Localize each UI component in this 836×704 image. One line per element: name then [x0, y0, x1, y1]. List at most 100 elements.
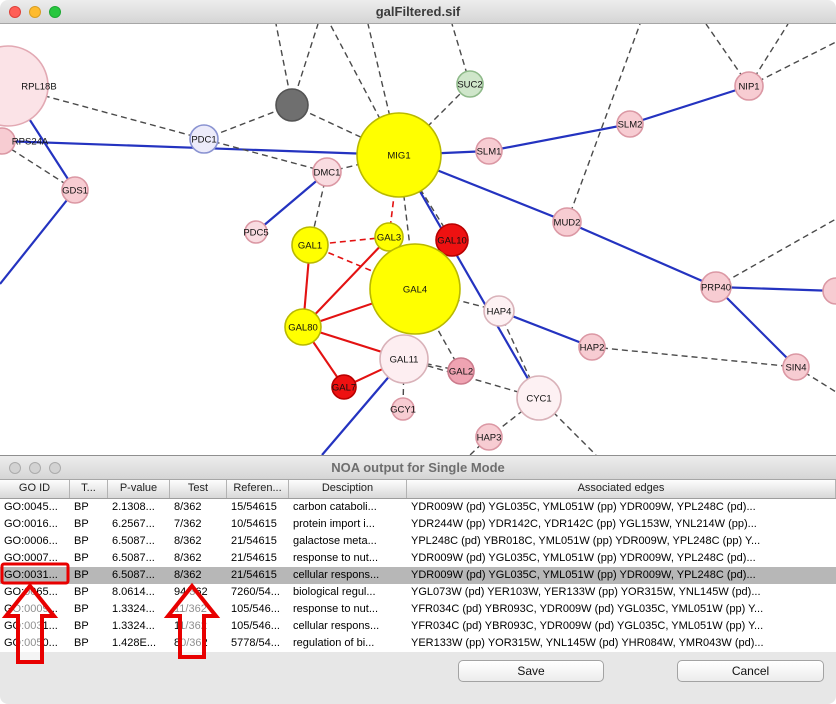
column-header-go-id[interactable]: GO ID [0, 480, 70, 498]
cell: 21/54615 [227, 567, 289, 584]
node-gray1[interactable] [276, 89, 308, 121]
minimize-button[interactable] [29, 6, 41, 18]
table-row-4[interactable]: GO:0031...BP6.5087...8/36221/54615cellul… [0, 567, 836, 584]
cell: BP [70, 601, 108, 618]
node-gal11[interactable]: GAL11 [380, 335, 428, 383]
table-row-5[interactable]: GO:0065...BP8.0614...94/3627260/54...bio… [0, 584, 836, 601]
cell: response to nut... [289, 601, 407, 618]
node-hap4[interactable]: HAP4 [484, 296, 514, 326]
table-row-3[interactable]: GO:0007...BP6.5087...8/36221/54615respon… [0, 550, 836, 567]
cell: response to nut... [289, 550, 407, 567]
network-edge[interactable] [0, 190, 75, 284]
cell: GO:0031... [0, 618, 70, 635]
cell: 1.3324... [108, 601, 170, 618]
cell: 21/54615 [227, 550, 289, 567]
svg-text:RPL18B: RPL18B [21, 82, 56, 93]
node-mig1[interactable]: MIG1 [357, 113, 441, 197]
network-edge[interactable] [716, 287, 796, 367]
table-row-2[interactable]: GO:0006...BP6.5087...8/36221/54615galact… [0, 533, 836, 550]
cell: GO:0009... [0, 601, 70, 618]
node-gcy1[interactable]: GCY1 [390, 398, 416, 420]
node-sin4[interactable]: SIN4 [783, 354, 809, 380]
svg-text:GAL10: GAL10 [437, 236, 467, 247]
cell: YER133W (pp) YOR315W, YNL145W (pd) YHR08… [407, 635, 836, 652]
column-header-test[interactable]: Test [170, 480, 227, 498]
save-button[interactable]: Save [458, 660, 604, 682]
svg-text:GAL4: GAL4 [403, 285, 427, 296]
cell: BP [70, 516, 108, 533]
node-prp40[interactable]: PRP40 [701, 272, 731, 302]
cancel-button[interactable]: Cancel [677, 660, 824, 682]
table-body: GO:0045...BP2.1308...8/36215/54615carbon… [0, 499, 836, 652]
node-rpl18b[interactable]: RPL18B [0, 46, 57, 126]
cell: protein import i... [289, 516, 407, 533]
svg-text:GAL7: GAL7 [332, 383, 356, 394]
table-row-1[interactable]: GO:0016...BP6.2567...7/36210/54615protei… [0, 516, 836, 533]
node-nip1[interactable]: NIP1 [735, 72, 763, 100]
cell: 2.1308... [108, 499, 170, 516]
traffic-lights-inactive [9, 462, 61, 474]
network-canvas[interactable]: RPL18B RPS24A GDS1 PDC1MIG1 SUC2SLM1 SLM2 NIP1… [0, 24, 836, 455]
column-header-t[interactable]: T... [70, 480, 108, 498]
node-partial[interactable] [823, 278, 836, 304]
node-rps24a[interactable]: RPS24A [0, 128, 49, 154]
close-button[interactable] [9, 462, 21, 474]
cell: regulation of bi... [289, 635, 407, 652]
cell: cellular respons... [289, 618, 407, 635]
network-edge[interactable] [567, 222, 716, 287]
cell: 80/362 [170, 635, 227, 652]
cell: BP [70, 635, 108, 652]
cell: BP [70, 533, 108, 550]
svg-text:HAP3: HAP3 [477, 433, 502, 444]
node-gal1[interactable]: GAL1 [292, 227, 328, 263]
node-gal4[interactable]: GAL4 [370, 244, 460, 334]
node-slm2[interactable]: SLM2 [617, 111, 643, 137]
cell: BP [70, 499, 108, 516]
node-gds1[interactable]: GDS1 [62, 177, 88, 203]
node-dmc1[interactable]: DMC1 [313, 158, 341, 186]
column-header-desciption[interactable]: Desciption [289, 480, 407, 498]
svg-text:GCY1: GCY1 [390, 405, 416, 416]
table-row-7[interactable]: GO:0031...BP1.3324...11/362105/546...cel… [0, 618, 836, 635]
close-button[interactable] [9, 6, 21, 18]
network-edge[interactable] [630, 86, 749, 124]
node-gal80[interactable]: GAL80 [285, 309, 321, 345]
column-header-associated-edges[interactable]: Associated edges [407, 480, 836, 498]
table-row-6[interactable]: GO:0009...BP1.3324...11/362105/546...res… [0, 601, 836, 618]
column-header-referen[interactable]: Referen... [227, 480, 289, 498]
cell: BP [70, 618, 108, 635]
network-titlebar[interactable]: galFiltered.sif [0, 0, 836, 24]
node-suc2[interactable]: SUC2 [457, 71, 483, 97]
node-mud2[interactable]: MUD2 [553, 208, 581, 236]
node-hap2[interactable]: HAP2 [579, 334, 605, 360]
cell: 8/362 [170, 567, 227, 584]
column-header-p-value[interactable]: P-value [108, 480, 170, 498]
node-gal7[interactable]: GAL7 [332, 375, 356, 399]
table-row-0[interactable]: GO:0045...BP2.1308...8/36215/54615carbon… [0, 499, 836, 516]
node-cyc1[interactable]: CYC1 [517, 376, 561, 420]
svg-text:MIG1: MIG1 [387, 151, 410, 162]
svg-text:PDC5: PDC5 [243, 228, 268, 239]
noa-window-title: NOA output for Single Mode [331, 460, 505, 475]
cell: GO:0050... [0, 635, 70, 652]
zoom-button[interactable] [49, 6, 61, 18]
network-edge[interactable] [204, 139, 327, 172]
minimize-button[interactable] [29, 462, 41, 474]
node-hap3[interactable]: HAP3 [476, 424, 502, 450]
cell: 6.2567... [108, 516, 170, 533]
node-slm1[interactable]: SLM1 [476, 138, 502, 164]
node-pdc1[interactable]: PDC1 [190, 125, 218, 153]
network-edge[interactable] [592, 347, 796, 367]
network-edge[interactable] [489, 124, 630, 151]
cell: biological regul... [289, 584, 407, 601]
zoom-button[interactable] [49, 462, 61, 474]
cell: YDR009W (pd) YGL035C, YML051W (pp) YDR00… [407, 499, 836, 516]
table-header: GO IDT...P-valueTestReferen...Desciption… [0, 480, 836, 499]
table-row-8[interactable]: GO:0050...BP1.428E...80/3625778/54...reg… [0, 635, 836, 652]
node-pdc5[interactable]: PDC5 [243, 221, 268, 243]
network-edge[interactable] [716, 219, 836, 287]
network-edge[interactable] [716, 287, 836, 291]
noa-titlebar[interactable]: NOA output for Single Mode [0, 456, 836, 480]
network-window: galFiltered.sif RPL18B RPS24A GDS1 PDC1MIG1… [0, 0, 836, 455]
node-gal2[interactable]: GAL2 [448, 358, 474, 384]
